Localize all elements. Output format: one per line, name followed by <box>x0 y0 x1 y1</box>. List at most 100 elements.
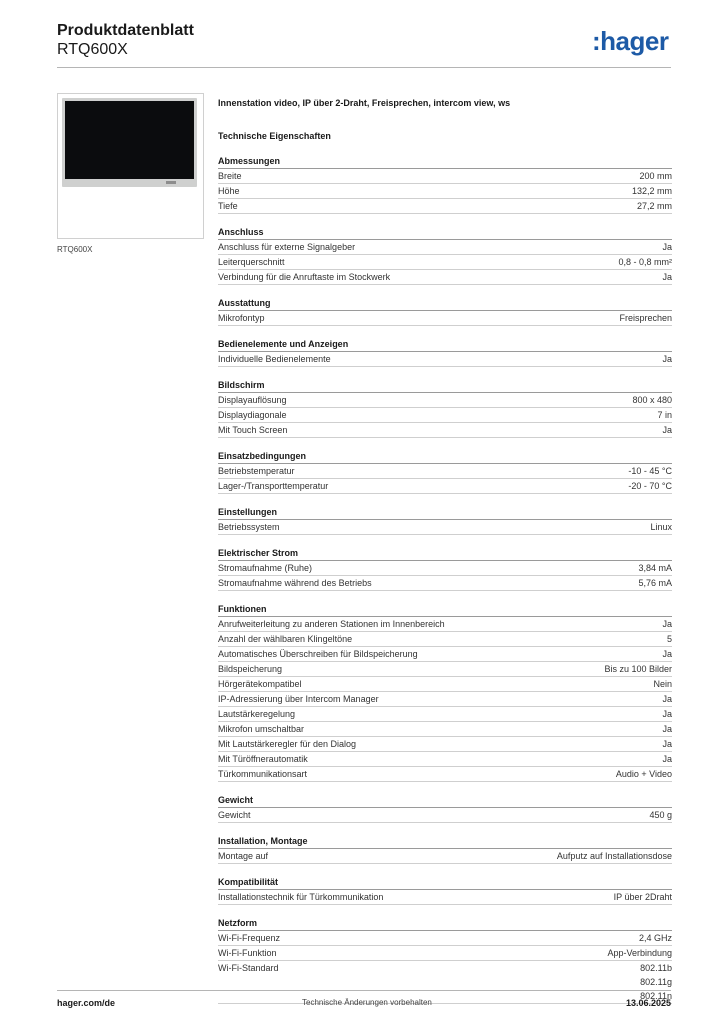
footer-notice: Technische Änderungen vorbehalten <box>302 998 432 1007</box>
spec-value-line: 800 x 480 <box>632 395 672 405</box>
spec-row: Anschluss für externe Signalgeber Ja <box>218 240 672 255</box>
tech-heading: Technische Eigenschaften <box>218 131 331 141</box>
section-title: Gewicht <box>218 794 672 808</box>
spec-label: Anrufweiterleitung zu anderen Stationen … <box>218 619 445 629</box>
product-image <box>57 93 204 239</box>
spec-row: Displaydiagonale 7 in <box>218 408 672 423</box>
device-body <box>62 98 197 187</box>
spec-label: Anschluss für externe Signalgeber <box>218 242 356 252</box>
spec-row: Stromaufnahme (Ruhe)3,84 mA <box>218 561 672 576</box>
spec-value: 5,76 mA <box>638 576 672 590</box>
spec-label: Wi-Fi-Standard <box>218 963 279 973</box>
spec-value-line: 802.11g <box>640 977 672 987</box>
spec-value: Ja <box>662 752 672 766</box>
spec-value-line: Ja <box>662 272 672 282</box>
spec-label: Gewicht <box>218 810 251 820</box>
spec-label: Wi-Fi-Frequenz <box>218 933 281 943</box>
product-code: RTQ600X <box>57 41 128 58</box>
spec-label: Mit Touch Screen <box>218 425 288 435</box>
spec-value: Ja <box>662 423 672 437</box>
section-title: Anschluss <box>218 226 672 240</box>
spec-value: 800 x 480 <box>632 393 672 407</box>
spec-label: Türkommunikationsart <box>218 769 308 779</box>
spec-value-line: App-Verbindung <box>607 948 672 958</box>
spec-row: Automatisches Überschreiben für Bildspei… <box>218 647 672 662</box>
spec-label: Displaydiagonale <box>218 410 287 420</box>
spec-row: Installationstechnik für Türkommunikatio… <box>218 890 672 905</box>
spec-value-line: Ja <box>662 694 672 704</box>
spec-label: Stromaufnahme während des Betriebs <box>218 578 372 588</box>
spec-value: 200 mm <box>639 169 672 183</box>
spec-label: Lautstärkeregelung <box>218 709 296 719</box>
spec-value-line: 2,4 GHz <box>638 933 672 943</box>
footer-date: 13.06.2025 <box>625 998 671 1008</box>
section-title: Einstellungen <box>218 506 672 520</box>
spec-row: Betriebstemperatur-10 - 45 °C <box>218 464 672 479</box>
footer-website: hager.com/de <box>57 998 116 1008</box>
spec-value-line: Ja <box>662 739 672 749</box>
spec-value: Ja <box>662 352 672 366</box>
spec-value-line: 132,2 mm <box>631 186 672 196</box>
header-divider <box>57 67 671 68</box>
spec-row: Mit Lautstärkeregler für den Dialog Ja <box>218 737 672 752</box>
spec-value-line: 7 in <box>657 410 672 420</box>
spec-value: Ja <box>662 647 672 661</box>
spec-label: Mit Lautstärkeregler für den Dialog <box>218 739 357 749</box>
spec-row: Anrufweiterleitung zu anderen Stationen … <box>218 617 672 632</box>
section-title: Bildschirm <box>218 379 672 393</box>
spec-value-line: Ja <box>662 425 672 435</box>
spec-label: Automatisches Überschreiben für Bildspei… <box>218 649 418 659</box>
spec-label: Displayauflösung <box>218 395 287 405</box>
spec-value-line: 802.11b <box>640 963 672 973</box>
spec-value-line: 200 mm <box>639 171 672 181</box>
spec-value-line: Ja <box>662 709 672 719</box>
spec-value-line: Ja <box>662 354 672 364</box>
product-description: Innenstation video, IP über 2-Draht, Fre… <box>218 98 511 108</box>
footer-divider <box>57 990 671 991</box>
spec-value-line: Audio + Video <box>615 769 672 779</box>
spec-value: 2,4 GHz <box>639 931 672 945</box>
spec-value: 132,2 mm <box>632 184 672 198</box>
spec-row: Wi-Fi-Frequenz 2,4 GHz <box>218 931 672 946</box>
spec-row: Stromaufnahme während des Betriebs 5,76 m… <box>218 576 672 591</box>
section-title: Abmessungen <box>218 155 672 169</box>
spec-value-line: -20 - 70 °C <box>628 481 672 491</box>
spec-value: Ja <box>662 707 672 721</box>
section-title: Ausstattung <box>218 297 672 311</box>
spec-label: Installationstechnik für Türkommunikatio… <box>218 892 384 902</box>
spec-value: -20 - 70 °C <box>628 479 672 493</box>
spec-value-line: Ja <box>662 619 672 629</box>
spec-value: Freisprechen <box>619 311 672 325</box>
device-sensor <box>166 181 176 184</box>
spec-value: Aufputz auf Installationsdose <box>557 849 672 863</box>
section-title: Elektrischer Strom <box>218 547 672 561</box>
spec-value-line: 5 <box>666 634 672 644</box>
section-title: Funktionen <box>218 603 672 617</box>
spec-value: Bis zu 100 Bilder <box>604 662 672 676</box>
spec-value: IP über 2Draht <box>614 890 672 904</box>
hager-logo: :hager <box>592 26 669 56</box>
spec-value-line: Ja <box>662 242 672 252</box>
